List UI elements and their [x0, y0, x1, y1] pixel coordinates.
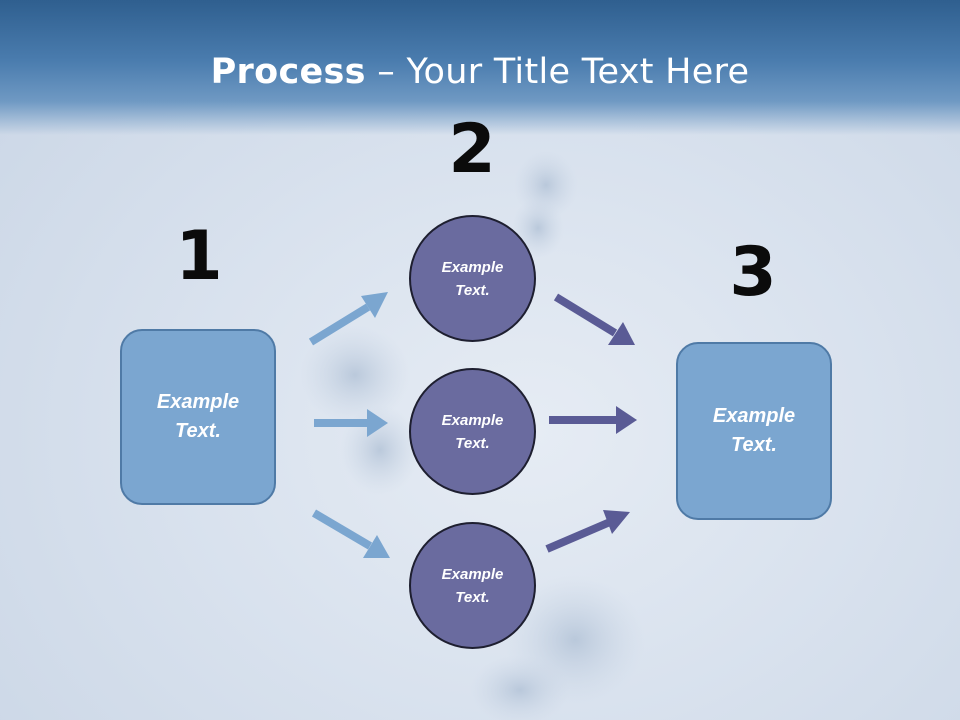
circle-bottom-label: Example Text.: [441, 565, 504, 606]
arrow-box1-to-circle-top: [308, 292, 388, 346]
step-number-1: 1: [175, 217, 223, 296]
circle-middle-label: Example Text.: [441, 411, 504, 452]
arrow-circle-bottom-to-box3: [545, 510, 630, 553]
arrow-box1-to-circle-bottom: [311, 509, 390, 558]
step-number-3: 3: [729, 233, 777, 312]
title-bold: Process: [210, 52, 366, 92]
left-box-label: Example Text.: [156, 391, 240, 442]
circle-bottom: Example Text.: [409, 522, 536, 649]
title-bar: Process – Your Title Text Here: [0, 0, 960, 135]
right-box: Example Text.: [676, 342, 832, 520]
left-box: Example Text.: [120, 329, 276, 505]
circle-top: Example Text.: [409, 215, 536, 342]
circle-top-label: Example Text.: [441, 258, 504, 299]
step-number-2: 2: [448, 110, 496, 189]
title-rest: – Your Title Text Here: [365, 52, 750, 92]
slide-title: Process – Your Title Text Here: [0, 52, 960, 92]
right-box-label: Example Text.: [712, 405, 796, 456]
arrow-circle-middle-to-box3: [549, 406, 637, 434]
arrow-circle-top-to-box3: [553, 293, 635, 345]
arrow-box1-to-circle-middle: [314, 409, 388, 437]
circle-middle: Example Text.: [409, 368, 536, 495]
